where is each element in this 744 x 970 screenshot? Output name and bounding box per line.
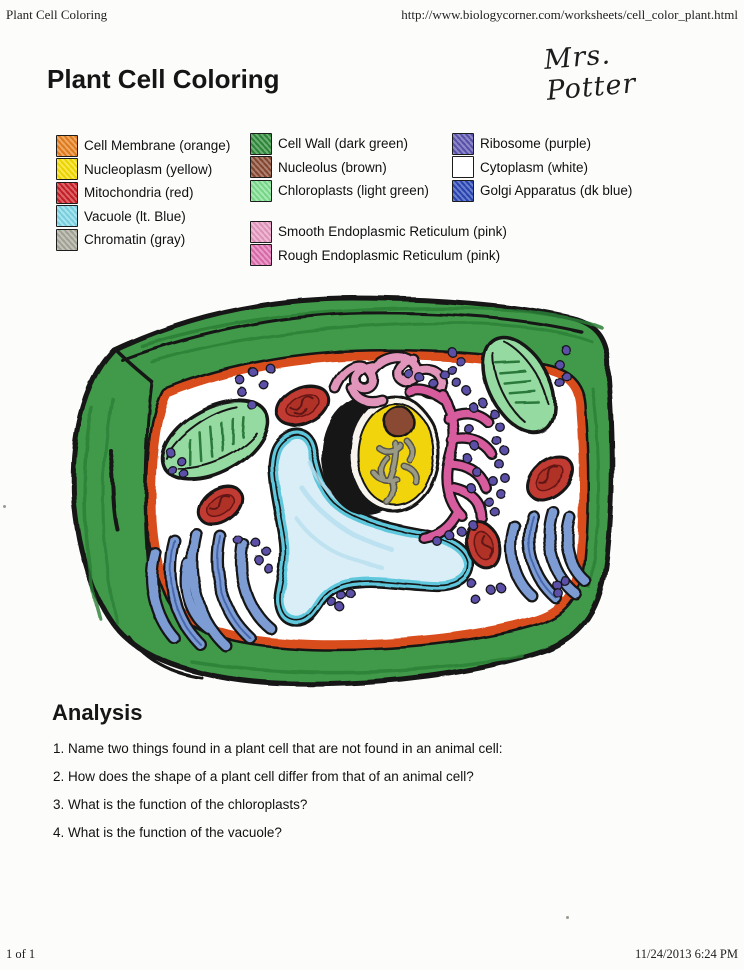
legend-item-vacuole: Vacuole (lt. Blue) xyxy=(56,205,230,229)
plant-cell-diagram xyxy=(70,295,615,687)
legend-column-1: Cell Membrane (orange) Nucleoplasm (yell… xyxy=(56,134,230,252)
color-swatch-pink-smooth xyxy=(250,220,272,243)
legend-label: Nucleolus (brown) xyxy=(278,159,387,175)
central-vacuole xyxy=(267,428,475,627)
legend-label: Ribosome (purple) xyxy=(480,136,592,152)
color-swatch-light-green xyxy=(250,179,272,202)
legend-label: Cytoplasm (white) xyxy=(480,159,589,175)
legend-item-smooth-er: Smooth Endoplasmic Reticulum (pink) xyxy=(250,220,507,244)
mitochondrion xyxy=(526,454,574,502)
legend-label: Cell Membrane (orange) xyxy=(84,138,231,154)
nucleolus xyxy=(382,405,416,439)
legend-item-mitochondria: Mitochondria (red) xyxy=(56,181,230,205)
legend-item-cytoplasm: Cytoplasm (white) xyxy=(452,156,632,180)
color-swatch-brown xyxy=(250,156,272,179)
color-swatch-purple xyxy=(452,132,474,155)
legend-label: Mitochondria (red) xyxy=(84,185,194,201)
chromatin xyxy=(370,438,420,507)
color-swatch-dk-blue xyxy=(452,179,474,202)
legend-label: Golgi Apparatus (dk blue) xyxy=(480,183,633,199)
legend-item-golgi: Golgi Apparatus (dk blue) xyxy=(452,179,632,203)
footer-timestamp: 11/24/2013 6:24 PM xyxy=(634,947,738,961)
legend-label: Smooth Endoplasmic Reticulum (pink) xyxy=(278,224,507,240)
legend-item-chloroplasts: Chloroplasts (light green) xyxy=(250,179,429,203)
golgi-apparatus xyxy=(145,527,277,653)
legend-label: Vacuole (lt. Blue) xyxy=(84,208,186,224)
scan-speck xyxy=(566,916,569,919)
legend-item-cell-membrane: Cell Membrane (orange) xyxy=(56,134,230,158)
legend-item-nucleolus: Nucleolus (brown) xyxy=(250,156,429,180)
chloroplast xyxy=(481,335,557,435)
color-swatch-dark-green xyxy=(250,132,272,155)
legend-label: Chloroplasts (light green) xyxy=(278,183,429,199)
legend-label: Rough Endoplasmic Reticulum (pink) xyxy=(278,247,501,263)
legend-item-chromatin: Chromatin (gray) xyxy=(56,228,230,252)
color-swatch-gray xyxy=(56,228,78,251)
color-swatch-pink-rough xyxy=(250,244,272,267)
legend-column-2: Cell Wall (dark green) Nucleolus (brown)… xyxy=(250,132,429,203)
legend-item-ribosome: Ribosome (purple) xyxy=(452,132,632,156)
legend-label: Cell Wall (dark green) xyxy=(278,136,409,152)
color-swatch-lt-blue xyxy=(56,205,78,228)
legend-label: Nucleoplasm (yellow) xyxy=(84,161,213,177)
color-swatch-yellow xyxy=(56,158,78,181)
analysis-question-2: 2. How does the shape of a plant cell di… xyxy=(53,769,474,784)
handwritten-signature: Mrs. Potter xyxy=(542,39,638,107)
analysis-heading: Analysis xyxy=(52,700,143,725)
analysis-question-1: 1. Name two things found in a plant cell… xyxy=(53,741,503,756)
analysis-question-4: 4. What is the function of the vacuole? xyxy=(53,825,282,840)
scan-speck xyxy=(3,505,6,508)
mitochondrion xyxy=(275,384,331,428)
legend-label: Chromatin (gray) xyxy=(84,232,186,248)
color-swatch-white xyxy=(452,156,474,179)
legend-item-rough-er: Rough Endoplasmic Reticulum (pink) xyxy=(250,244,507,268)
color-swatch-red xyxy=(56,181,78,204)
header-document-title: Plant Cell Coloring xyxy=(6,7,108,22)
analysis-question-3: 3. What is the function of the chloropla… xyxy=(53,797,308,812)
rough-endoplasmic-reticulum xyxy=(404,384,498,544)
legend-column-3: Ribosome (purple) Cytoplasm (white) Golg… xyxy=(452,132,632,203)
legend-er-rows: Smooth Endoplasmic Reticulum (pink) Roug… xyxy=(250,220,507,267)
legend-item-nucleoplasm: Nucleoplasm (yellow) xyxy=(56,158,230,182)
header-url: http://www.biologycorner.com/worksheets/… xyxy=(401,7,738,22)
legend-item-cell-wall: Cell Wall (dark green) xyxy=(250,132,429,156)
page-title: Plant Cell Coloring xyxy=(47,64,280,94)
golgi-apparatus xyxy=(504,505,593,605)
ribosomes xyxy=(165,345,571,612)
footer-page-number: 1 of 1 xyxy=(6,947,36,961)
mitochondrion xyxy=(464,520,502,570)
nucleus xyxy=(322,394,441,516)
color-swatch-orange xyxy=(56,134,78,157)
mitochondrion xyxy=(196,484,244,526)
